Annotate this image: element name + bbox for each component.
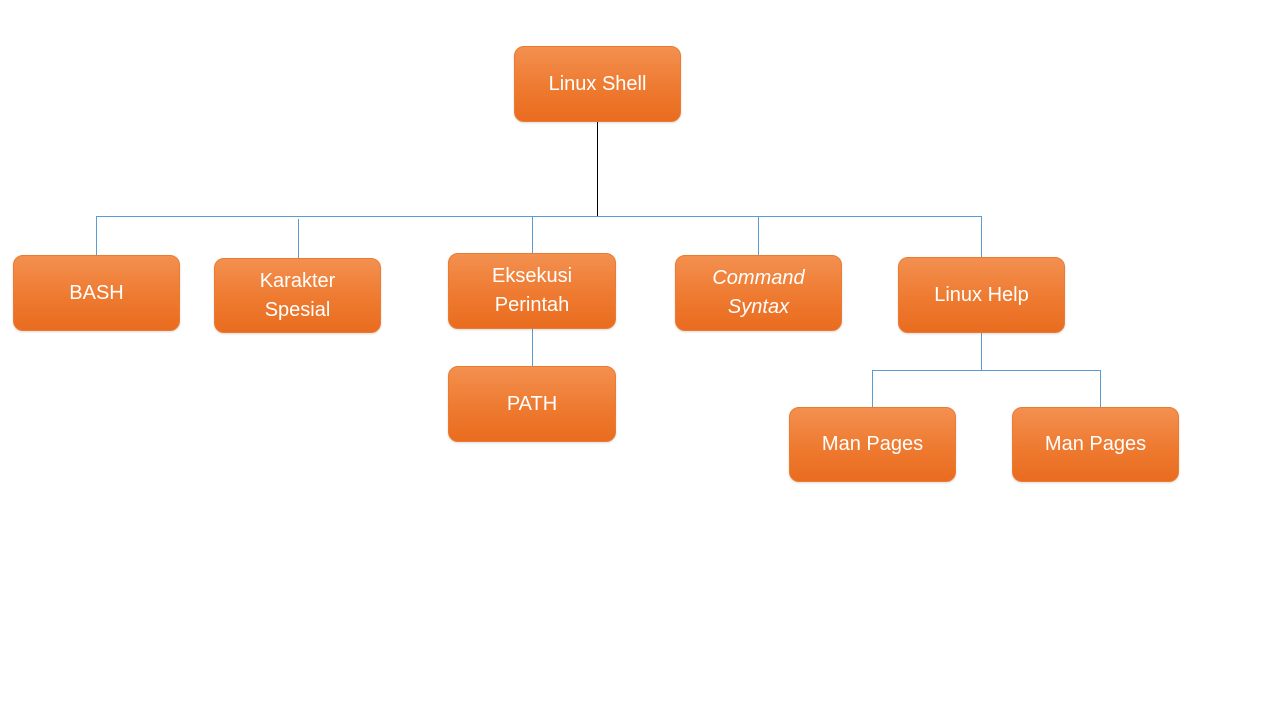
node-man-pages-1: Man Pages bbox=[789, 407, 956, 482]
node-eksekusi-perintah: Eksekusi Perintah bbox=[448, 253, 616, 329]
node-linux-help: Linux Help bbox=[898, 257, 1065, 333]
node-label: Linux Help bbox=[934, 283, 1029, 306]
node-label-line-1: Eksekusi bbox=[491, 265, 573, 287]
node-label: Man Pages bbox=[1044, 433, 1147, 455]
node-label-line-1: Command bbox=[712, 267, 805, 289]
node-man-pages-2: Man Pages bbox=[1012, 407, 1179, 482]
node-path: PATH bbox=[448, 366, 616, 442]
node-linux-shell: Linux Shell bbox=[514, 46, 681, 122]
node-label: Linux Shell bbox=[548, 72, 647, 95]
node-label: Man Pages bbox=[821, 433, 924, 455]
node-label-line-1: Karakter bbox=[259, 269, 336, 292]
node-bash: BASH bbox=[13, 255, 180, 331]
node-label: PATH bbox=[506, 392, 558, 415]
node-karakter-spesial: Karakter Spesial bbox=[214, 258, 381, 333]
node-label-line-2: Perintah bbox=[494, 294, 570, 316]
node-label-line-2: Spesial bbox=[264, 298, 331, 321]
node-command-syntax: Command Syntax bbox=[675, 255, 842, 331]
node-label: BASH bbox=[69, 281, 124, 304]
node-label-line-2: Syntax bbox=[727, 296, 790, 318]
